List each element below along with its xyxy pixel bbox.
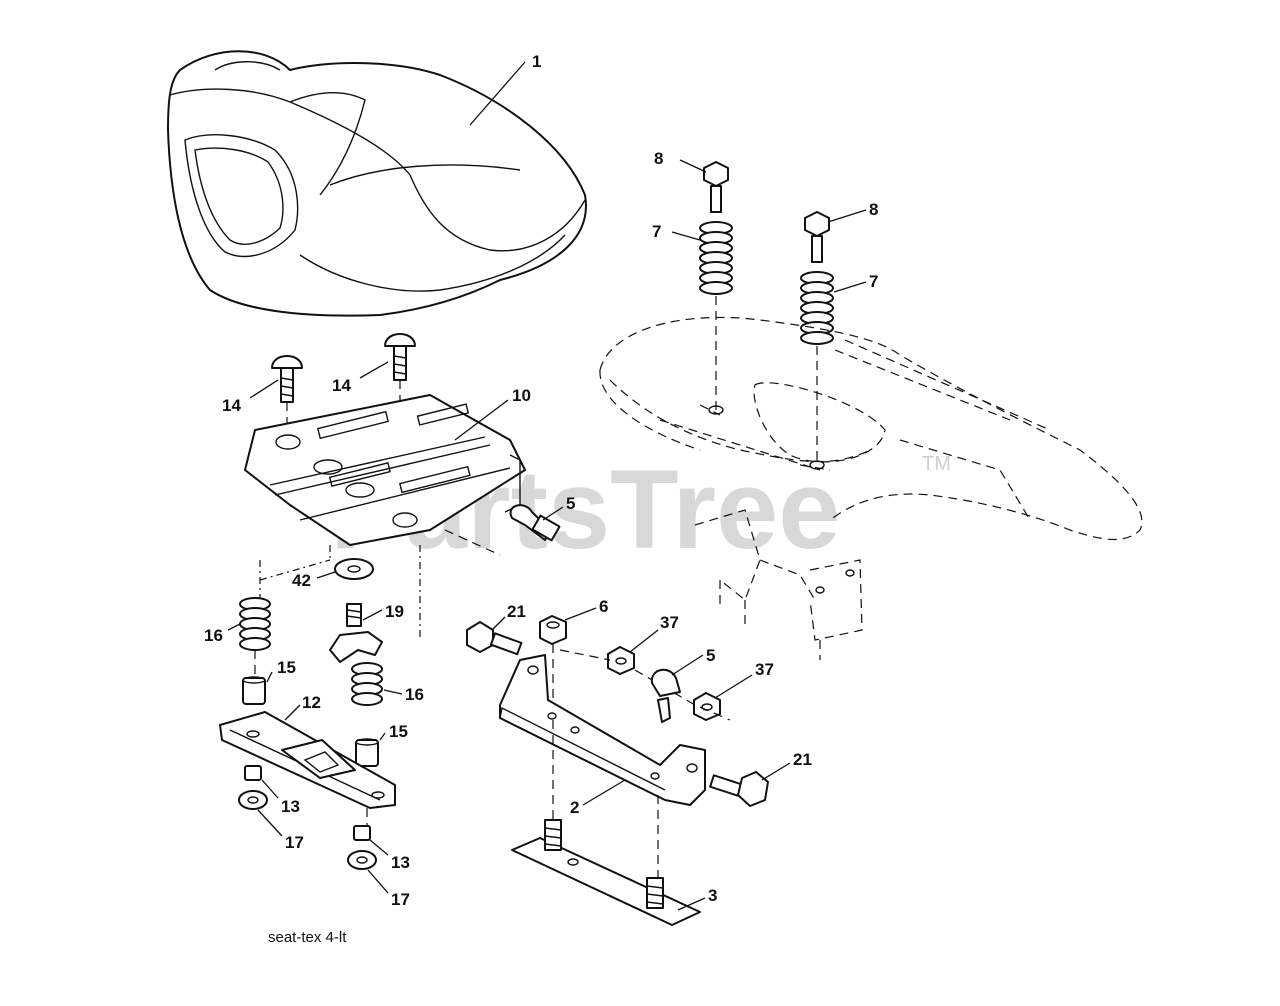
- nut-17-right[interactable]: [347, 850, 377, 870]
- diagram-caption: seat-tex 4-lt: [268, 929, 347, 946]
- callout-17-left: 17: [285, 833, 304, 852]
- callout-19: 19: [385, 602, 404, 621]
- seat-spring-left[interactable]: [239, 597, 271, 651]
- callout-14-left: 14: [222, 396, 241, 415]
- base-plate[interactable]: [511, 819, 701, 926]
- callout-21-lower: 21: [793, 750, 812, 769]
- callout-3: 3: [708, 886, 717, 905]
- spring-7-right[interactable]: [800, 271, 834, 345]
- callout-7-right: 7: [869, 272, 878, 291]
- callout-37-upper: 37: [660, 613, 679, 632]
- nut-13-left[interactable]: [244, 765, 262, 781]
- bolt-8-left[interactable]: [703, 161, 729, 213]
- callout-16-left: 16: [204, 626, 223, 645]
- seat-mount-bracket[interactable]: [499, 654, 706, 806]
- seat-switch-clip-upper[interactable]: [509, 504, 561, 542]
- callout-2: 2: [570, 798, 579, 817]
- slide-bracket-plate[interactable]: [219, 711, 396, 809]
- callout-7-left: 7: [652, 222, 661, 241]
- callout-42: 42: [292, 571, 311, 590]
- nut-6[interactable]: [539, 615, 567, 645]
- callout-1: 1: [532, 52, 541, 71]
- watermark-trademark: TM: [922, 453, 951, 475]
- nut-37-lower[interactable]: [693, 692, 721, 721]
- nut-17-left[interactable]: [238, 790, 268, 810]
- hex-bolt-lower[interactable]: [709, 771, 769, 807]
- callout-17-right: 17: [391, 890, 410, 909]
- callout-13-right: 13: [391, 853, 410, 872]
- spacer-right[interactable]: [355, 738, 379, 767]
- callout-12: 12: [302, 693, 321, 712]
- seat-spring-right[interactable]: [351, 662, 383, 706]
- callout-37-lower: 37: [755, 660, 774, 679]
- washer[interactable]: [334, 558, 374, 580]
- callout-13-left: 13: [281, 797, 300, 816]
- callout-8-right: 8: [869, 200, 878, 219]
- callout-10: 10: [512, 386, 531, 405]
- seat-part[interactable]: [167, 50, 587, 317]
- hex-bolt-upper[interactable]: [466, 621, 523, 656]
- callout-8-left: 8: [654, 149, 663, 168]
- chassis-phantom-outline: [599, 316, 1143, 660]
- seat-switch-clip-lower[interactable]: [650, 668, 681, 723]
- callout-5-lower: 5: [706, 646, 715, 665]
- callout-6: 6: [599, 597, 608, 616]
- callout-21-upper: 21: [507, 602, 526, 621]
- callout-15-left: 15: [277, 658, 296, 677]
- callout-16-right: 16: [405, 685, 424, 704]
- callout-5-upper: 5: [566, 494, 575, 513]
- callout-14-right: 14: [332, 376, 351, 395]
- carriage-bolt-right[interactable]: [384, 333, 416, 381]
- carriage-bolt-left[interactable]: [271, 355, 303, 403]
- nut-37-upper[interactable]: [607, 646, 635, 675]
- spring-7-left[interactable]: [699, 221, 733, 295]
- seat-pan-plate[interactable]: [244, 394, 526, 546]
- spacer-left[interactable]: [242, 676, 266, 705]
- adjustment-knob[interactable]: [329, 603, 383, 663]
- callout-15-right: 15: [389, 722, 408, 741]
- bolt-8-right[interactable]: [804, 211, 830, 263]
- nut-13-right[interactable]: [353, 825, 371, 841]
